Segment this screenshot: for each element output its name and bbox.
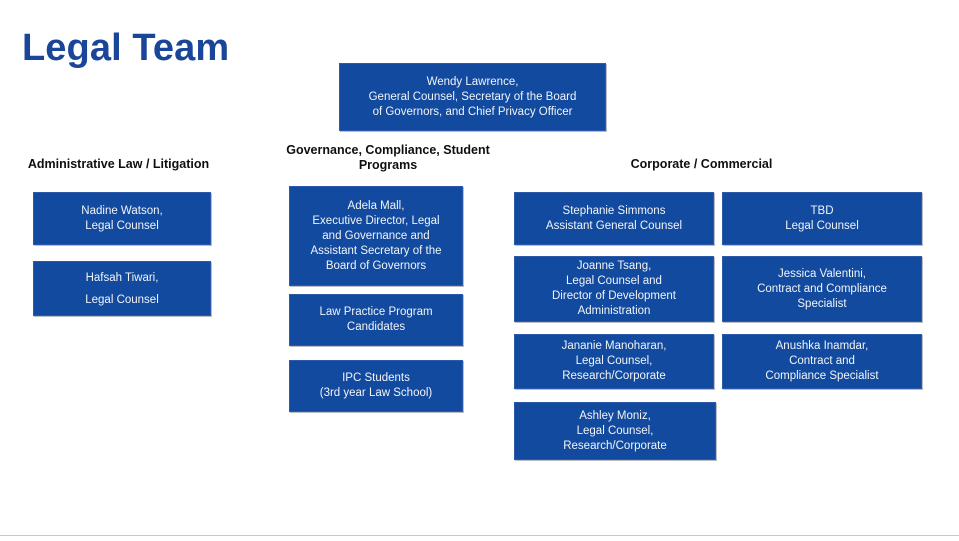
org-box-label: Jessica Valentini, Contract and Complian… xyxy=(757,267,887,310)
org-box-label: Joanne Tsang, Legal Counsel and Director… xyxy=(552,260,676,317)
section-header-governance-compliance-student-programs: Governance, Compliance, Student Programs xyxy=(286,143,490,172)
org-box-nadine-watson[interactable]: Nadine Watson, Legal Counsel xyxy=(33,192,211,245)
org-box-label: Law Practice Program Candidates xyxy=(319,306,433,333)
org-box-joanne-tsang[interactable]: Joanne Tsang, Legal Counsel and Director… xyxy=(514,256,714,322)
section-header-administrative-law-litigation: Administrative Law / Litigation xyxy=(27,157,210,171)
org-box-label: Hafsah Tiwari, Legal Counsel xyxy=(85,271,159,306)
org-box-jessica-valentini[interactable]: Jessica Valentini, Contract and Complian… xyxy=(722,256,922,322)
org-box-label: Ashley Moniz, Legal Counsel, Research/Co… xyxy=(563,409,667,452)
org-box-jananie-manoharan[interactable]: Jananie Manoharan, Legal Counsel, Resear… xyxy=(514,334,714,389)
org-box-label: Stephanie Simmons Assistant General Coun… xyxy=(545,204,683,232)
section-header-corporate-commercial: Corporate / Commercial xyxy=(630,157,773,171)
org-box-law-practice-program-candidates[interactable]: Law Practice Program Candidates xyxy=(289,294,463,346)
org-box-label: Anushka Inamdar, Contract and Compliance… xyxy=(765,340,879,382)
org-box-label: TBD Legal Counsel xyxy=(785,204,859,232)
org-box-stephanie-simmons[interactable]: Stephanie Simmons Assistant General Coun… xyxy=(514,192,714,245)
org-box-label: Adela Mall, Executive Director, Legal an… xyxy=(310,199,442,272)
org-box-general-counsel[interactable]: Wendy Lawrence, General Counsel, Secreta… xyxy=(339,63,606,131)
page-title: Legal Team xyxy=(22,27,230,69)
org-box-ipc-students[interactable]: IPC Students (3rd year Law School) xyxy=(289,360,463,412)
org-box-label: IPC Students (3rd year Law School) xyxy=(319,372,433,399)
footer-divider xyxy=(0,535,959,536)
org-box-ashley-moniz[interactable]: Ashley Moniz, Legal Counsel, Research/Co… xyxy=(514,402,716,460)
org-box-label: Wendy Lawrence, General Counsel, Secreta… xyxy=(368,75,577,118)
org-box-anushka-inamdar[interactable]: Anushka Inamdar, Contract and Compliance… xyxy=(722,334,922,389)
org-box-label: Nadine Watson, Legal Counsel xyxy=(81,204,163,232)
org-box-hafsah-tiwari[interactable]: Hafsah Tiwari, Legal Counsel xyxy=(33,261,211,316)
org-box-adela-mall[interactable]: Adela Mall, Executive Director, Legal an… xyxy=(289,186,463,286)
org-box-tbd-legal-counsel[interactable]: TBD Legal Counsel xyxy=(722,192,922,245)
org-box-label: Jananie Manoharan, Legal Counsel, Resear… xyxy=(561,340,667,382)
